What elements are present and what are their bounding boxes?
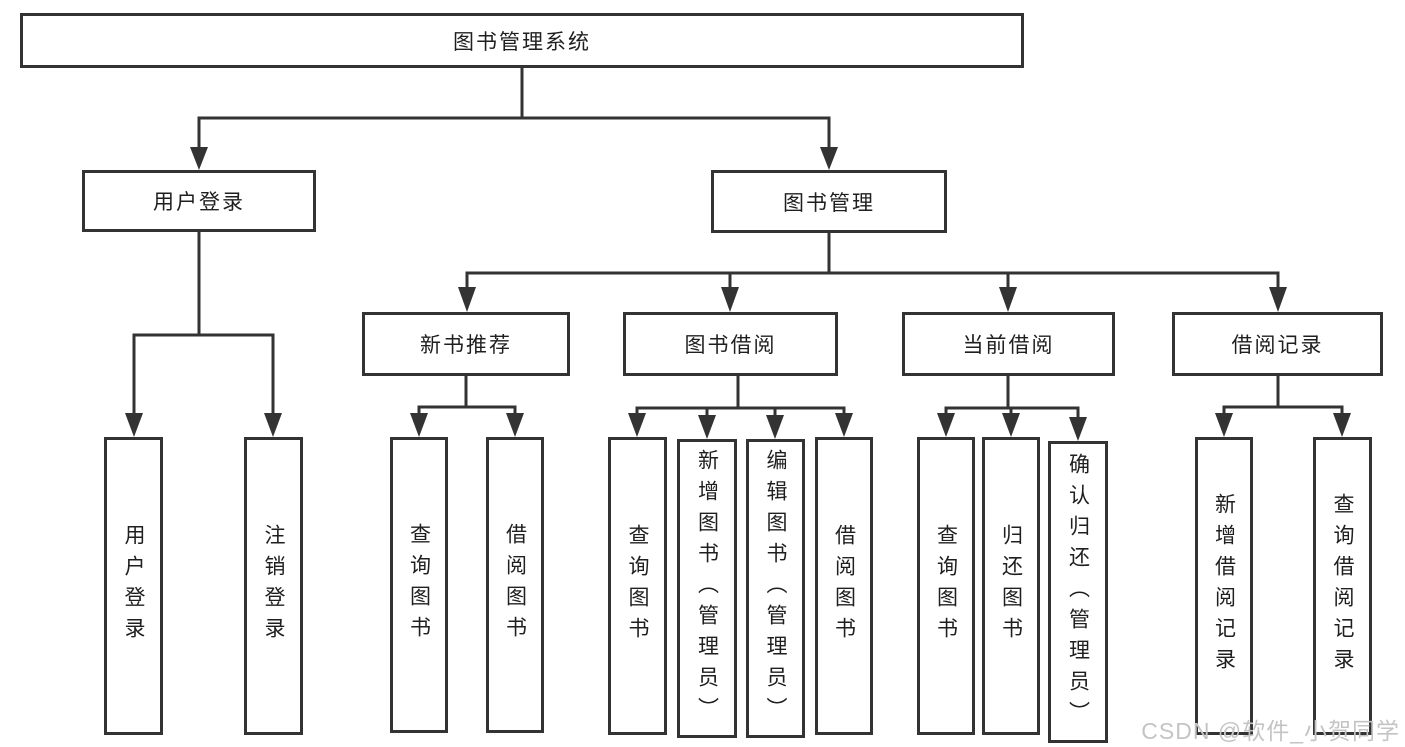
node-book-management: 图书管理 bbox=[711, 170, 947, 233]
watermark: CSDN @软件_小贺同学 bbox=[1141, 718, 1400, 744]
node-label: 注销登录 bbox=[262, 524, 285, 648]
connector-book-borrow-to-leaves bbox=[628, 376, 853, 439]
node-book-borrowing: 图书借阅 bbox=[623, 312, 838, 376]
connector-book-management-to-level3 bbox=[458, 233, 1287, 312]
node-label: 用户登录 bbox=[122, 524, 145, 648]
leaf-query-borrow-record: 查询借阅记录 bbox=[1313, 437, 1372, 735]
leaf-user-login: 用户登录 bbox=[104, 437, 163, 735]
leaf-add-borrow-record: 新增借阅记录 bbox=[1195, 437, 1253, 735]
leaf-query-books-borrowing: 查询图书 bbox=[608, 437, 667, 735]
leaf-query-books-recommend: 查询图书 bbox=[390, 437, 448, 733]
leaf-edit-book-admin: 编辑图书（管理员） bbox=[746, 439, 805, 738]
arrowhead-icon bbox=[1069, 417, 1087, 441]
node-label: 归还图书 bbox=[999, 524, 1023, 648]
node-user-login: 用户登录 bbox=[82, 170, 316, 232]
arrowhead-icon bbox=[264, 413, 282, 437]
arrowhead-icon bbox=[1269, 287, 1287, 312]
connector-new-book-rec-to-leaves bbox=[410, 376, 524, 437]
arrowhead-icon bbox=[410, 413, 428, 437]
node-label: 用户登录 bbox=[153, 191, 245, 214]
node-label: 图书管理 bbox=[783, 191, 875, 215]
arrowhead-icon bbox=[820, 147, 838, 170]
node-current-borrowing: 当前借阅 bbox=[902, 312, 1115, 376]
arrowhead-icon bbox=[1002, 413, 1020, 437]
leaf-logout: 注销登录 bbox=[244, 437, 303, 735]
arrowhead-icon bbox=[506, 413, 524, 437]
arrowhead-icon bbox=[698, 415, 716, 439]
node-label: 查询图书 bbox=[407, 523, 431, 647]
node-label: 借阅图书 bbox=[503, 523, 527, 647]
node-label: 图书借阅 bbox=[684, 334, 777, 357]
node-label: 图书管理系统 bbox=[453, 30, 591, 54]
arrowhead-icon bbox=[1333, 413, 1351, 437]
connector-user-login-to-leaves bbox=[125, 232, 282, 437]
leaf-return-book: 归还图书 bbox=[982, 437, 1040, 735]
node-label: 新增图书（管理员） bbox=[695, 449, 719, 728]
arrowhead-icon bbox=[458, 287, 476, 312]
node-new-book-recommend: 新书推荐 bbox=[362, 312, 570, 376]
arrowhead-icon bbox=[190, 147, 208, 170]
arrowhead-icon bbox=[125, 413, 143, 437]
leaf-add-book-admin: 新增图书（管理员） bbox=[677, 439, 737, 738]
connector-root-to-level2 bbox=[190, 68, 838, 170]
node-label: 查询图书 bbox=[934, 524, 958, 648]
arrowhead-icon bbox=[721, 287, 739, 312]
arrowhead-icon bbox=[1215, 413, 1233, 437]
node-label: 编辑图书（管理员） bbox=[764, 449, 787, 728]
leaf-query-books-current: 查询图书 bbox=[917, 437, 975, 735]
leaf-borrow-books-borrowing: 借阅图书 bbox=[815, 437, 873, 735]
node-label: 新增借阅记录 bbox=[1212, 493, 1236, 679]
connector-borrow-records-to-leaves bbox=[1215, 376, 1351, 437]
leaf-confirm-return-admin: 确认归还（管理员） bbox=[1048, 441, 1108, 743]
node-label: 查询借阅记录 bbox=[1331, 493, 1354, 679]
arrowhead-icon bbox=[835, 413, 853, 437]
node-library-system: 图书管理系统 bbox=[20, 13, 1024, 68]
node-borrow-records: 借阅记录 bbox=[1172, 312, 1383, 376]
connector-current-borrow-to-leaves bbox=[937, 376, 1087, 441]
node-label: 借阅记录 bbox=[1231, 334, 1324, 357]
node-label: 借阅图书 bbox=[832, 524, 856, 648]
node-label: 新书推荐 bbox=[420, 334, 512, 357]
arrowhead-icon bbox=[766, 415, 784, 439]
leaf-borrow-books-recommend: 借阅图书 bbox=[486, 437, 544, 733]
arrowhead-icon bbox=[937, 413, 955, 437]
node-label: 确认归还（管理员） bbox=[1066, 452, 1090, 732]
arrowhead-icon bbox=[999, 287, 1017, 312]
node-label: 当前借阅 bbox=[962, 334, 1055, 357]
arrowhead-icon bbox=[628, 413, 646, 437]
node-label: 查询图书 bbox=[626, 524, 649, 648]
